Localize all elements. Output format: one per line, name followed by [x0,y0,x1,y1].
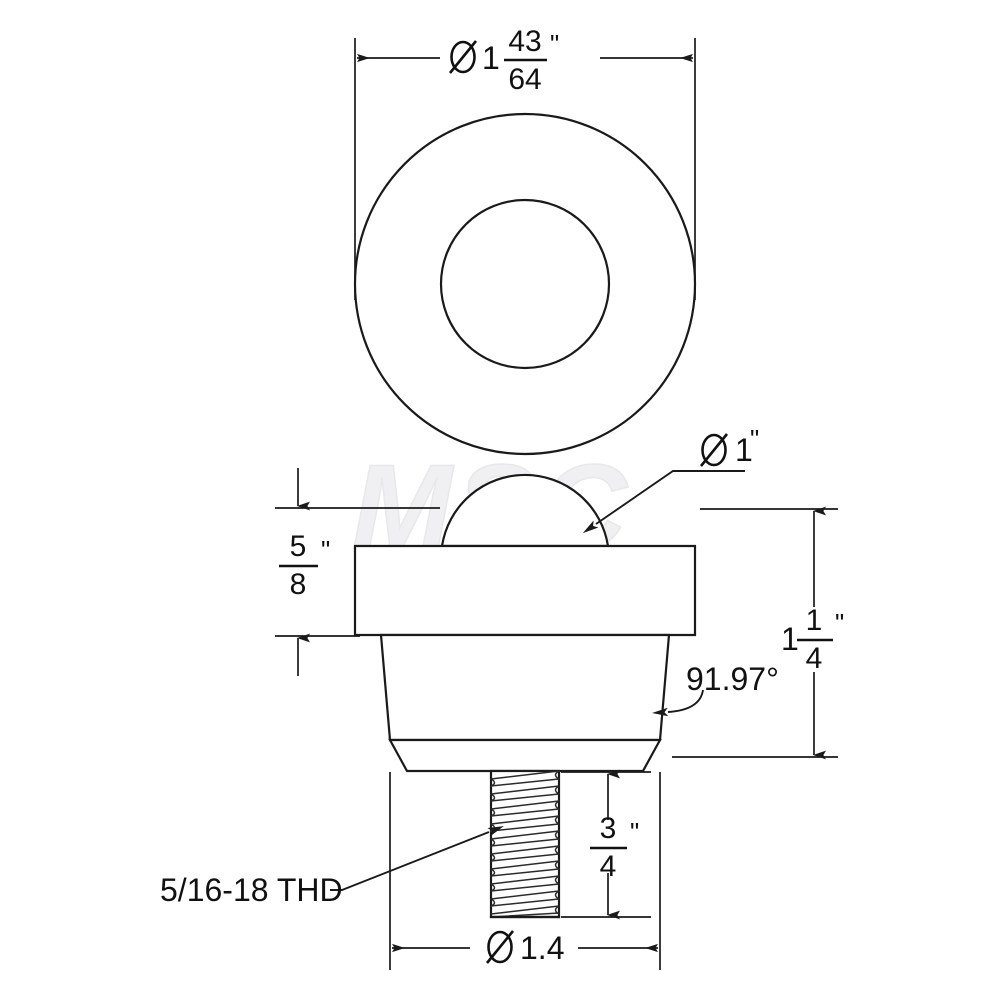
inch-mark: " [550,29,559,59]
diameter-symbol-icon [448,40,478,74]
ball-dome [440,473,610,548]
whole-number: 1 [482,40,500,76]
top-view-inner-circle [439,198,611,370]
side-view [353,473,697,919]
fraction-numerator: 3 [600,812,617,845]
thread-flank-scallops [490,770,560,915]
diameter-symbol-icon [699,433,729,467]
thread-length-label: 3 4 " [590,812,639,883]
bottom-chamfer [388,738,662,773]
thread-callout-label: 5/16-18 THD [160,872,343,908]
fraction-denominator: 4 [600,850,617,883]
ball-diameter-label: 1 " [699,424,759,468]
flange-height-label: 5 8 " [279,530,330,601]
thread-profile-lines [490,770,560,918]
thread-callout-leader [330,826,504,891]
thread-length-dimension: 3 4 " [561,769,651,920]
whole-number: 1 [781,621,799,657]
inch-mark: " [630,817,639,847]
top-view [353,112,697,456]
taper-angle-dimension: 91.97° [652,661,779,717]
overall-height-label: 1 1 4 " [781,604,844,675]
ball-diameter-value: 1 [735,432,753,468]
base-diameter-dimension: 1.4 [389,772,661,970]
inch-mark: " [750,424,759,454]
fraction-denominator: 4 [806,642,823,675]
taper-angle-label: 91.97° [686,661,779,697]
fraction-numerator: 5 [290,530,307,563]
inch-mark: " [321,535,330,565]
inch-mark: " [835,608,844,638]
flange-block [353,544,697,637]
fraction-denominator: 64 [508,63,541,96]
overall-height-dimension: 1 1 4 " [672,506,844,760]
flange-height-dimension: 5 8 " [275,468,440,676]
fraction-numerator: 43 [508,25,541,58]
base-diameter-value: 1.4 [520,930,564,966]
fraction-numerator: 1 [806,604,823,637]
diameter-symbol-icon [485,930,515,964]
ball-diameter-dimension: 1 " [582,424,759,534]
angle-leader-line [652,689,704,717]
ball-leader-line [582,470,745,534]
thread-callout-dimension: 5/16-18 THD [160,826,504,908]
tapered-body [379,633,671,742]
top-outer-diameter-dimension: 1 43 64 " [354,25,696,300]
fraction-denominator: 8 [290,568,307,601]
base-diameter-label: 1.4 [485,930,564,966]
top-outer-diameter-label: 1 43 64 " [448,25,559,96]
